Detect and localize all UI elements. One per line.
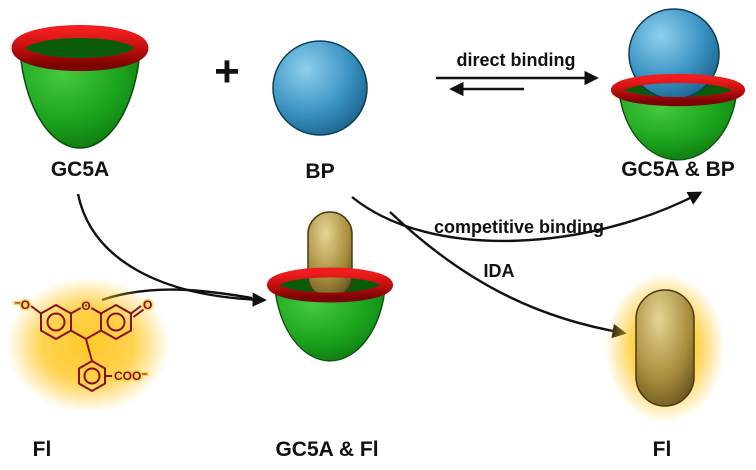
fluorescein-structure-icon: ⁻O O O COO⁻: [6, 277, 170, 413]
assembly-arrows-icon: [76, 191, 703, 339]
ida-label: IDA: [484, 261, 515, 281]
bound-sphere-icon: [628, 8, 720, 100]
arrow-gc5a-to-complex: [76, 193, 267, 307]
gc5a-fl-complex-icon: [273, 211, 387, 362]
fl-label-left: Fl: [33, 438, 52, 461]
fluorescein-skeleton: [30, 303, 145, 393]
direct-binding-label: direct binding: [457, 50, 576, 70]
free-capsule-icon: [635, 289, 695, 407]
cup-body: [19, 34, 141, 149]
equilibrium-arrows-icon: [436, 70, 599, 97]
arrow-competitive-binding: [351, 191, 703, 243]
carbonyl-o-label: O: [143, 298, 152, 312]
fl-label-right: Fl: [653, 438, 672, 461]
gc5a-bp-complex-icon: [617, 8, 739, 161]
gc5a-cup-icon: [18, 32, 142, 149]
competitive-binding-label: competitive binding: [434, 217, 604, 237]
oxy-anion-label: ⁻O: [14, 298, 30, 312]
gc5a-bp-label: GC5A & BP: [621, 158, 735, 181]
bp-sphere-icon: [272, 40, 368, 136]
bp-label: BP: [305, 160, 334, 183]
gc5a-fl-label: GC5A & Fl: [275, 438, 378, 461]
plus-sign: +: [214, 47, 240, 96]
fl-capsule-icon: [605, 273, 725, 423]
carboxylate-label: COO⁻: [114, 369, 148, 383]
bound-capsule-icon: [307, 211, 353, 299]
arrow-ida-release: [389, 211, 627, 339]
gc5a-label: GC5A: [51, 158, 109, 181]
bridge-o-label: O: [81, 299, 90, 313]
